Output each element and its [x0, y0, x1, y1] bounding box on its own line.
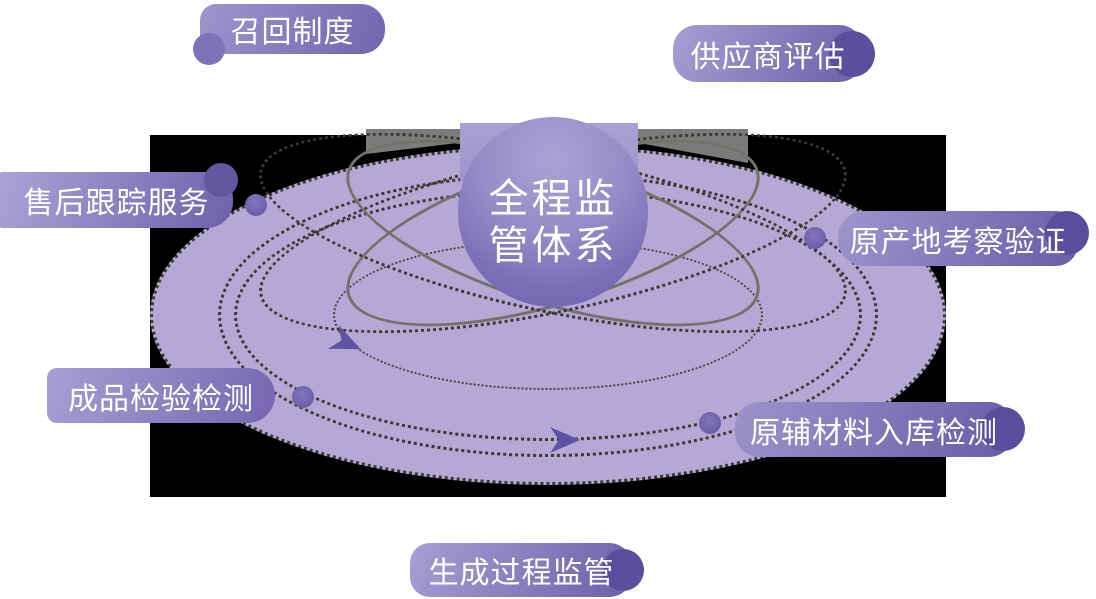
orbit-dot-finished [292, 386, 314, 408]
orbit-dot-origin [804, 227, 826, 249]
node-raw-material-warehouse-testing-label: 原辅材料入库检测 [750, 416, 998, 450]
node-production-process-supervision: 生成过程监管 [410, 543, 644, 597]
node-finished-product-testing: 成品检验检测 [47, 368, 275, 423]
center-title-line1: 全程监 [488, 177, 618, 221]
node-origin-inspection-label: 原产地考察验证 [849, 225, 1067, 259]
node-finished-product-testing-label: 成品检验检测 [68, 382, 254, 416]
node-recall-system: 召回制度 [193, 4, 385, 65]
center-sphere [458, 117, 648, 307]
node-supplier-evaluation: 供应商评估 [673, 25, 875, 82]
node-origin-inspection: 原产地考察验证 [838, 211, 1089, 266]
node-supplier-evaluation-label: 供应商评估 [690, 40, 846, 74]
orbit-dot-raw [699, 412, 721, 434]
node-after-sales-tracking: 售后跟踪服务 [0, 163, 238, 228]
orbit-dot-aftersales [245, 194, 267, 216]
node-after-sales-tracking-label: 售后跟踪服务 [23, 187, 210, 220]
node-raw-material-warehouse-testing: 原辅材料入库检测 [735, 402, 1025, 457]
node-recall-system-label: 召回制度 [230, 16, 355, 49]
center-title-line2: 管体系 [488, 224, 618, 268]
node-production-process-supervision-label: 生成过程监管 [428, 557, 615, 590]
center-title: 全程监 管体系 [433, 176, 673, 270]
